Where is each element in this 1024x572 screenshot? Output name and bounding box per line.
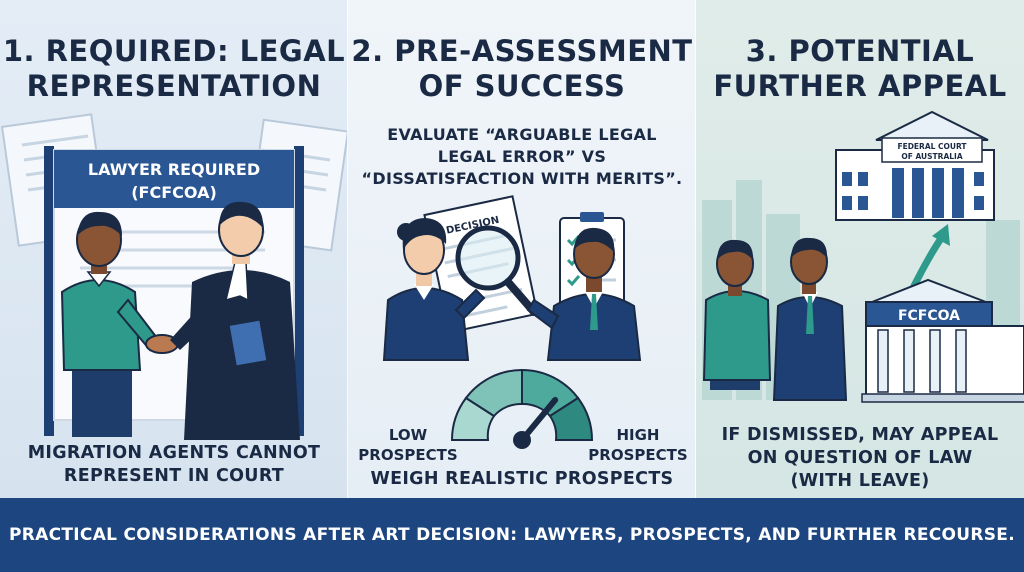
legal-representation-illustration: LAWYER REQUIRED (FCFCOA)	[0, 113, 348, 440]
panel-2-caption: WEIGH REALISTIC PROSPECTS	[370, 469, 674, 489]
sign-post-left	[44, 146, 54, 436]
panel-2-title: 2. PRE-ASSESSMENT OF SUCCESS	[348, 34, 696, 104]
prospects-gauge	[450, 368, 594, 449]
gauge-low-label-2: PROSPECTS	[358, 446, 457, 464]
gauge-segment-high	[548, 396, 594, 441]
panel-1-caption: MIGRATION AGENTS CANNOT REPRESENT IN COU…	[0, 442, 348, 488]
panel-legal-representation: 1. REQUIRED: LEGAL REPRESENTATION	[0, 0, 348, 498]
assessor-woman-figure	[382, 218, 486, 361]
footer-text: PRACTICAL CONSIDERATIONS AFTER ART DECIS…	[9, 525, 1015, 545]
evaluation-quote-line-1: EVALUATE “ARGUABLE LEGAL	[387, 125, 657, 144]
evaluation-quote-line-2: LEGAL ERROR” VS	[437, 147, 607, 166]
lawyer-figure	[170, 201, 300, 440]
appellant-figure	[702, 239, 772, 390]
gauge-hub	[513, 431, 531, 449]
federal-court-sign-line-1: FEDERAL COURT	[897, 142, 967, 151]
federal-court-sign-line-2: OF AUSTRALIA	[901, 152, 962, 161]
evaluation-quote: EVALUATE “ARGUABLE LEGAL LEGAL ERROR” VS…	[348, 124, 696, 190]
panel-3-caption-line-1: IF DISMISSED, MAY APPEAL	[721, 425, 999, 445]
panel-3-title-line-2: FURTHER APPEAL	[713, 69, 1007, 103]
panel-pre-assessment: 2. PRE-ASSESSMENT OF SUCCESS EVALUATE “A…	[348, 0, 696, 498]
sign-line-2: (FCFCOA)	[131, 183, 217, 202]
advisor-figure	[772, 237, 848, 401]
federal-court-building: FEDERAL COURT OF AUSTRALIA	[835, 110, 995, 221]
fcfcoa-sign: FCFCOA	[898, 308, 960, 324]
evaluation-quote-line-3: “DISSATISFACTION WITH MERITS”.	[361, 169, 683, 188]
panel-3-caption-line-3: (WITH LEAVE)	[790, 471, 930, 491]
sign-header	[54, 150, 294, 208]
further-appeal-illustration: FEDERAL COURT OF AUSTRALIA	[702, 110, 1024, 403]
sign-line-1: LAWYER REQUIRED	[88, 160, 260, 179]
panel-3-caption-line-2: ON QUESTION OF LAW	[747, 448, 973, 468]
pre-assessment-illustration: DECISION	[358, 195, 688, 464]
panel-1-caption-line-2: REPRESENT IN COURT	[63, 466, 285, 486]
assessor-man-figure	[526, 227, 642, 361]
panel-3-title-line-1: 3. POTENTIAL	[745, 34, 975, 68]
sign-post-right	[294, 146, 304, 436]
panel-2-title-line-1: 2. PRE-ASSESSMENT	[351, 34, 693, 68]
gauge-high-label-1: HIGH	[616, 426, 659, 444]
panel-further-appeal: 3. POTENTIAL FURTHER APPEAL FEDERAL COUR…	[696, 0, 1024, 498]
appeal-arrow-head-icon	[932, 224, 950, 246]
footer-banner: PRACTICAL CONSIDERATIONS AFTER ART DECIS…	[0, 498, 1024, 572]
panel-3-caption: IF DISMISSED, MAY APPEAL ON QUESTION OF …	[696, 424, 1024, 493]
panel-1-caption-line-1: MIGRATION AGENTS CANNOT	[27, 443, 321, 463]
panel-1-title-line-2: REPRESENTATION	[26, 69, 322, 103]
panel-1-title: 1. REQUIRED: LEGAL REPRESENTATION	[0, 34, 348, 104]
gauge-high-label-2: PROSPECTS	[588, 446, 687, 464]
gauge-low-label-1: LOW	[389, 426, 428, 444]
panel-3-title: 3. POTENTIAL FURTHER APPEAL	[696, 34, 1024, 104]
panel-2-title-line-2: OF SUCCESS	[418, 69, 626, 103]
panel-1-title-line-1: 1. REQUIRED: LEGAL	[2, 34, 346, 68]
fcfcoa-building: FCFCOA	[861, 278, 1024, 403]
